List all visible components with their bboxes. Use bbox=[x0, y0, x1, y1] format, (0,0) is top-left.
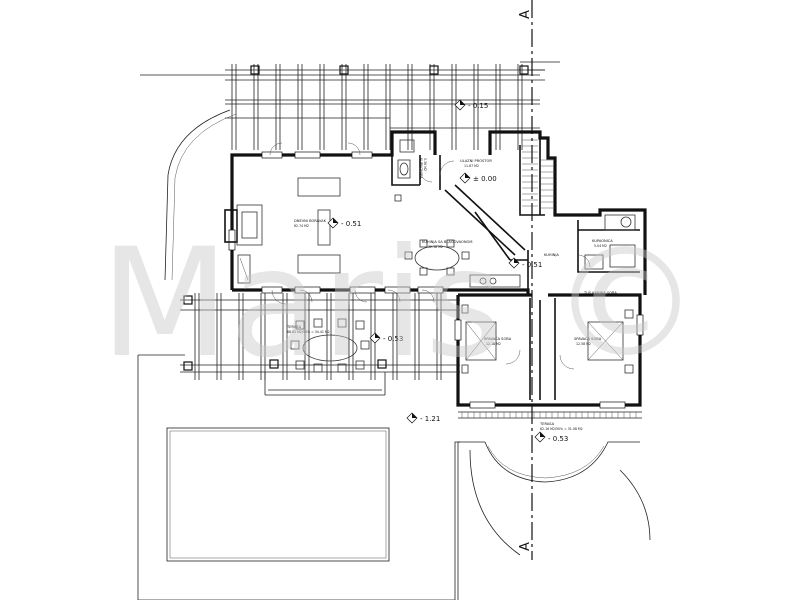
watermark: Maris © bbox=[100, 217, 701, 391]
level-marker-hall: ± 0.00 bbox=[459, 172, 497, 184]
room-label-kitchen: KUHINJA bbox=[544, 253, 559, 257]
level-marker-terrace-left: - 0.53 bbox=[369, 332, 403, 344]
room-label-dining: KUHINJA SA BLAGOVAONOM bbox=[422, 240, 472, 244]
room-label-terrace-left: TERASA bbox=[286, 325, 302, 329]
room-label-shower: TUŠ KABINA SOBA bbox=[583, 290, 617, 295]
room-area-bedroom-left: 12.18 M2 bbox=[486, 342, 501, 346]
pergola bbox=[140, 61, 560, 150]
room-area-terrace-right: 62.16 M2/50% = 31.08 M2 bbox=[540, 427, 583, 431]
room-area-bathroom-top: 5.36 M2 bbox=[423, 158, 427, 171]
svg-text:- 0.51: - 0.51 bbox=[522, 261, 542, 269]
room-area-dining: 32.18 M2 bbox=[428, 245, 443, 249]
svg-text:- 0.53: - 0.53 bbox=[383, 335, 403, 343]
svg-text:- 1.21: - 1.21 bbox=[420, 415, 440, 423]
room-label-bathroom-top: KUPAONICA bbox=[419, 158, 423, 179]
room-label-bedroom-right: SPAVAĆA SOBA bbox=[574, 336, 602, 341]
room-label-bathroom-right: KUPAONICA bbox=[592, 239, 613, 243]
garden-curve bbox=[164, 109, 231, 281]
room-label-terrace-right: TERASA bbox=[539, 422, 555, 426]
room-area-bathroom-right: 5.04 M2 bbox=[594, 244, 607, 248]
pool bbox=[137, 354, 460, 600]
living-furniture bbox=[224, 177, 341, 284]
section-marker-bottom: A bbox=[518, 542, 533, 551]
level-marker-pergola: - 0.15 bbox=[454, 99, 488, 111]
svg-text:- 0.51: - 0.51 bbox=[341, 220, 361, 228]
svg-text:- 0.15: - 0.15 bbox=[468, 102, 488, 110]
room-area-living: 62.74 M2 bbox=[294, 224, 309, 228]
room-area-terrace-left: 68.82 M2/50% = 34.41 M2 bbox=[287, 330, 330, 334]
left-terrace bbox=[180, 293, 460, 396]
stair-hall bbox=[397, 139, 553, 209]
room-label-hall: ULAZNI PROSTOR bbox=[460, 159, 492, 163]
right-terrace bbox=[457, 411, 651, 600]
level-marker-pool-deck: - 1.21 bbox=[406, 412, 440, 424]
svg-text:- 0.53: - 0.53 bbox=[548, 435, 568, 443]
room-area-hall: 11.87 M2 bbox=[464, 164, 479, 168]
room-area-bedroom-right: 12.58 M2 bbox=[576, 342, 591, 346]
section-line-a-a: A A bbox=[518, 0, 533, 560]
room-labels: DNEVNI BORAVAK 62.74 M2 KUHINJA SA BLAGO… bbox=[286, 158, 617, 431]
bedroom-furniture bbox=[461, 304, 634, 374]
windows bbox=[228, 151, 644, 409]
room-label-bedroom-left: SPAVAĆA SOBA bbox=[484, 336, 512, 341]
svg-text:± 0.00: ± 0.00 bbox=[473, 175, 497, 183]
level-marker-living: - 0.51 bbox=[327, 217, 361, 229]
dining-table bbox=[394, 194, 521, 288]
section-marker-top: A bbox=[518, 10, 533, 19]
bathroom-right-fixtures bbox=[584, 214, 636, 270]
level-markers: - 0.15 ± 0.00 - 0.51 - 0.51 - 0.53 - 1.2… bbox=[327, 99, 568, 443]
doors bbox=[269, 142, 591, 370]
level-marker-terrace-right: - 0.53 bbox=[534, 431, 568, 443]
room-label-living: DNEVNI BORAVAK bbox=[294, 219, 327, 223]
level-marker-kitchen: - 0.51 bbox=[508, 257, 542, 269]
